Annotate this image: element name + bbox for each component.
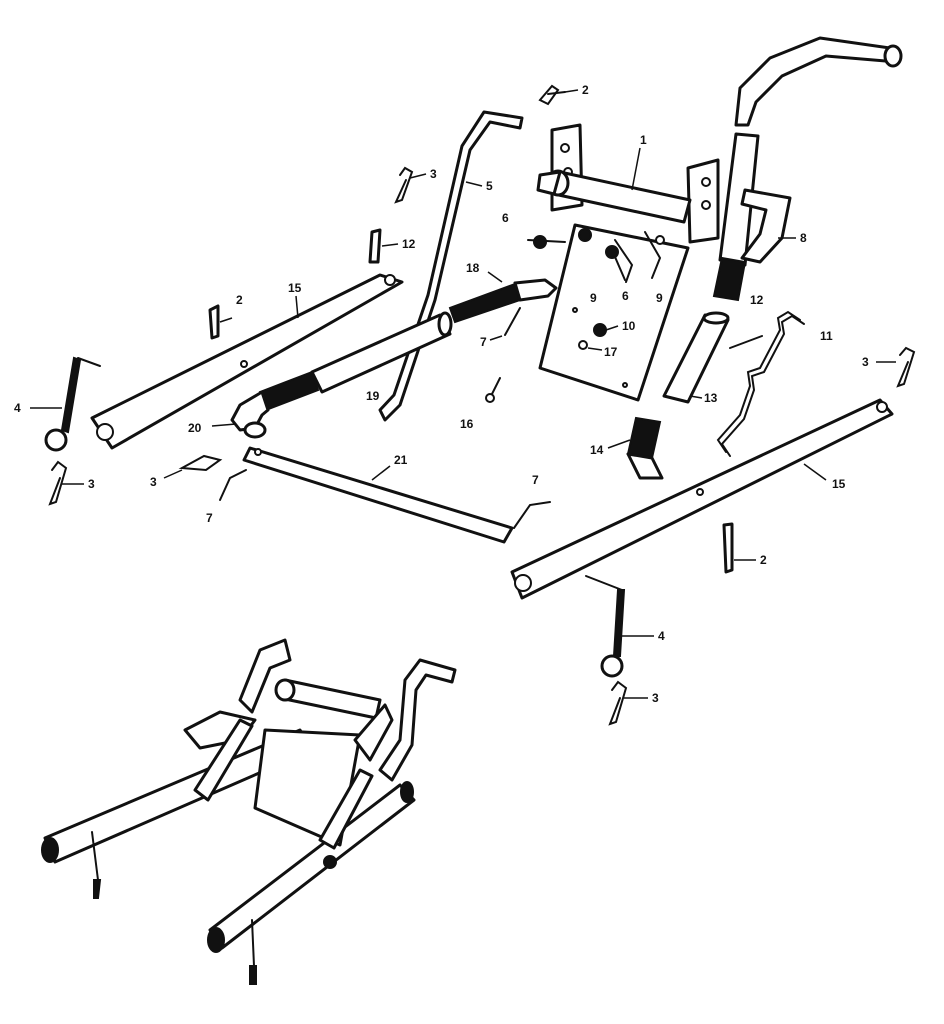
bolt-16: [485, 377, 501, 403]
callout-7-b: 7: [206, 511, 213, 525]
link-bar-left: [90, 273, 404, 450]
tube-assembly-18-19: [310, 278, 558, 394]
spring-14: [626, 416, 664, 480]
bent-lever-8: [712, 188, 792, 302]
callout-6-left: 6: [502, 211, 509, 225]
pin-12-left: [368, 228, 382, 264]
callout-17: 17: [604, 345, 618, 359]
callout-2-right: 2: [760, 553, 767, 567]
callout-4-left: 4: [14, 401, 21, 415]
bolt-6-left: [527, 235, 566, 249]
callout-2-left: 2: [236, 293, 243, 307]
cotter-pin-2-top: [538, 84, 566, 106]
tube-13: [662, 311, 730, 404]
callout-8: 8: [800, 231, 807, 245]
callout-6-center: 6: [622, 289, 629, 303]
hairpin-clip-3-a: [394, 166, 414, 204]
callout-21: 21: [394, 453, 408, 467]
assembled-view: [41, 638, 457, 985]
callout-3-c: 3: [862, 355, 869, 369]
callout-1: 1: [640, 133, 647, 147]
link-bar-right: [510, 398, 894, 600]
callout-18: 18: [466, 261, 480, 275]
hairpin-clip-3-c: [896, 346, 916, 388]
handle-lever: [718, 36, 903, 267]
callout-10: 10: [622, 319, 636, 333]
callout-2-top: 2: [582, 83, 589, 97]
rod-21: [242, 446, 514, 544]
callout-3-b: 3: [88, 477, 95, 491]
cotter-pin-2-left: [208, 304, 220, 340]
callout-15-left: 15: [288, 281, 302, 295]
eye-bolt-4-right: [585, 575, 626, 678]
hairpin-clip-3-e: [178, 454, 223, 472]
callout-12-right: 12: [750, 293, 764, 307]
pin-7-a: [504, 307, 521, 336]
hairpin-clip-3-b: [48, 460, 68, 506]
callout-11: 11: [820, 329, 833, 343]
wire-rod-11: [716, 310, 805, 457]
lift-rod-5: [378, 110, 524, 422]
callout-3-d: 3: [652, 691, 659, 705]
eye-bolt-4-left: [44, 356, 101, 452]
center-plate-assembly: [536, 123, 720, 402]
pin-7-b: [219, 469, 247, 501]
callout-3-e: 3: [150, 475, 157, 489]
callout-7-c: 7: [532, 473, 539, 487]
callout-9-right: 9: [656, 291, 663, 305]
callout-12-left: 12: [402, 237, 416, 251]
callout-19: 19: [366, 389, 380, 403]
pin-7-c: [513, 501, 551, 529]
spring-hook-20: [230, 370, 320, 439]
callout-14: 14: [590, 443, 604, 457]
bolt-6-center: [605, 245, 626, 281]
cotter-pin-2-right: [722, 522, 734, 574]
callout-20: 20: [188, 421, 202, 435]
pin-12-right: [729, 335, 763, 349]
callout-9-left: 9: [590, 291, 597, 305]
callout-7-a: 7: [480, 335, 487, 349]
callout-labels: 1 2 2 2 3 3 3 3 3 4 4 5 6 6 7 7 7: [14, 83, 896, 705]
callout-4-right: 4: [658, 629, 665, 643]
callout-3-a: 3: [430, 167, 437, 181]
hairpin-clip-3-d: [608, 680, 628, 726]
callout-13: 13: [704, 391, 718, 405]
callout-15-right: 15: [832, 477, 846, 491]
callout-16: 16: [460, 417, 474, 431]
callout-5: 5: [486, 179, 493, 193]
